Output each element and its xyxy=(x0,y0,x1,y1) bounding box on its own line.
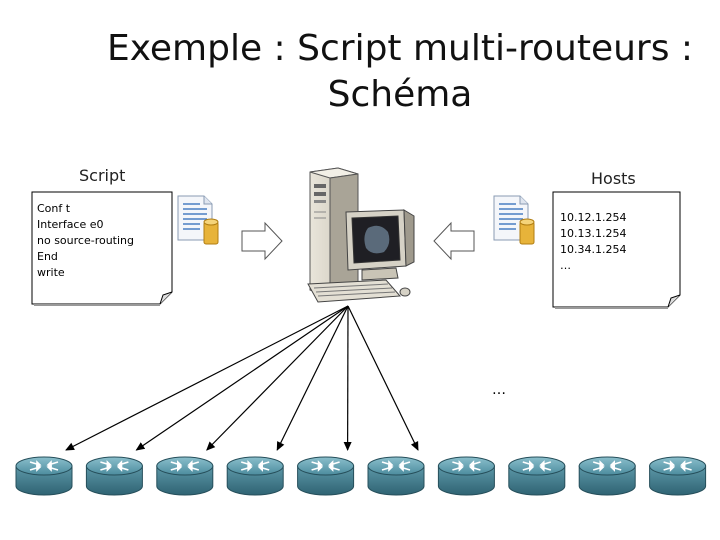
script-note-shape xyxy=(31,191,173,306)
script-line: Interface e0 xyxy=(37,218,104,231)
host-line: 10.12.1.254 xyxy=(560,211,627,224)
router-icon xyxy=(649,456,707,496)
left-block-arrow-icon xyxy=(433,221,475,261)
script-line: write xyxy=(37,266,65,279)
router-icon xyxy=(367,456,425,496)
fan-arrow xyxy=(276,305,349,451)
router-icon xyxy=(297,456,355,496)
router-icon xyxy=(508,456,566,496)
hosts-file-icon xyxy=(493,195,535,245)
script-line: no source-routing xyxy=(37,234,135,247)
router-icon xyxy=(437,456,495,496)
fan-out-arrows xyxy=(65,305,419,451)
script-file-icon xyxy=(177,195,219,245)
fan-arrow xyxy=(347,305,419,451)
script-line: End xyxy=(37,250,58,263)
script-note: Conf t Interface e0 no source-routing En… xyxy=(37,201,134,281)
title-line-1: Exemple : Script multi-routeurs : xyxy=(106,28,694,69)
hosts-note: 10.12.1.254 10.13.1.254 10.34.1.254 … xyxy=(560,210,626,274)
title-line-2: Schéma xyxy=(327,74,473,115)
host-line: 10.34.1.254 xyxy=(560,243,627,256)
router-icon xyxy=(226,456,284,496)
fan-arrow xyxy=(135,305,349,451)
fan-arrow xyxy=(65,305,349,451)
router-icon xyxy=(578,456,636,496)
router-row xyxy=(15,456,707,496)
hosts-note-shape xyxy=(552,191,681,309)
more-routers-ellipsis: … xyxy=(492,382,506,398)
hosts-label: Hosts xyxy=(591,169,636,188)
right-block-arrow-icon xyxy=(241,221,283,261)
router-icon xyxy=(85,456,143,496)
host-line: 10.13.1.254 xyxy=(560,227,627,240)
host-line: … xyxy=(560,259,571,272)
slide-title: Exemple : Script multi-routeurs : Schéma xyxy=(90,26,710,118)
script-line: Conf t xyxy=(37,202,71,215)
fan-arrow xyxy=(206,305,349,451)
router-icon xyxy=(15,456,73,496)
script-label: Script xyxy=(79,166,126,185)
computer-icon xyxy=(307,167,415,303)
router-icon xyxy=(156,456,214,496)
